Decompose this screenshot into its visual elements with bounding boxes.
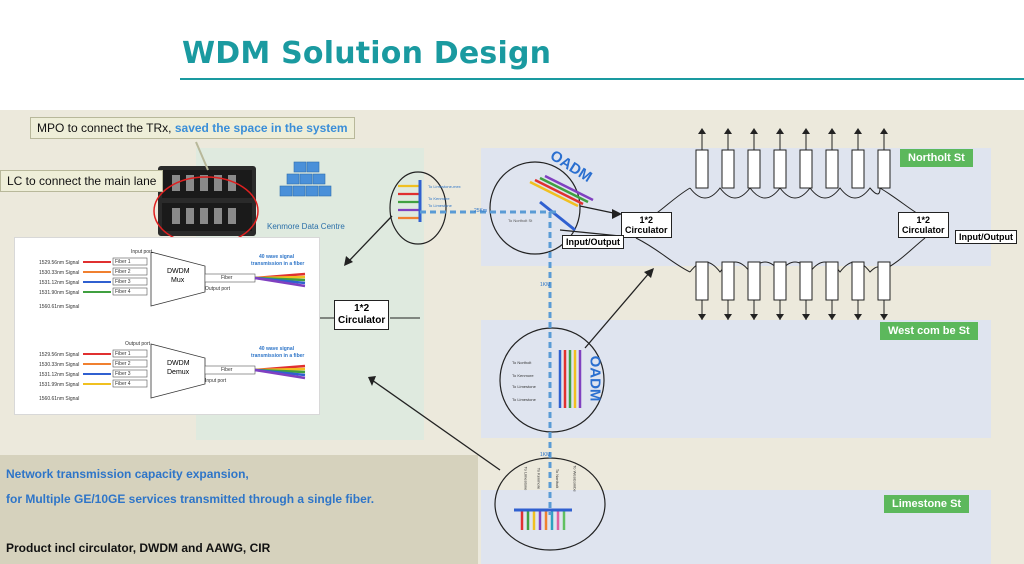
title-underline	[180, 78, 1024, 80]
circulator-northolt-west: 1*2 Circulator	[621, 212, 672, 238]
fiber-detail-circle	[389, 171, 447, 245]
fiber-label: Fiber 2	[115, 361, 131, 367]
fiber-label: Fiber 3	[115, 371, 131, 377]
circulator-line1: 1*2	[639, 215, 654, 225]
oadm-top-port: To Limestone-mex	[428, 184, 461, 189]
oadm-bot-port: To Northolt	[555, 468, 561, 489]
demux-signal: 1529.56nm Signal	[39, 352, 80, 358]
oadm-bot-port: To Limestone	[523, 466, 529, 491]
demux-signal: 1530.33nm Signal	[39, 362, 80, 368]
product-line: Product incl circulator, DWDM and AAWG, …	[6, 541, 271, 555]
mpo-chassis-image	[153, 141, 259, 246]
site-label-northolt: Northolt St	[900, 149, 973, 167]
oadm-top-port: To Kenmore	[428, 196, 450, 201]
circulator-line2: Circulator	[338, 315, 386, 326]
oadm-mid-port: To Limestone	[512, 384, 536, 389]
distance-label: 1KM	[540, 452, 551, 458]
oadm-mid-port: To Northolt	[512, 360, 532, 365]
oadm-top-circle	[489, 161, 581, 255]
datacentre-label: Kenmore Data Centre	[267, 222, 345, 231]
oadm-mid-port: To Limestone	[512, 397, 536, 402]
circulator-line2: Circulator	[625, 225, 668, 235]
fiber-label: Fiber 2	[115, 269, 131, 275]
lc-callout: LC to connect the main lane	[0, 170, 164, 192]
site-label-limestone: Limestone St	[884, 495, 970, 513]
description-panel	[0, 455, 478, 564]
mpo-callout-text: MPO to connect the TRx,	[37, 121, 172, 135]
oadm-bot-port: To Westcombe	[572, 465, 578, 492]
description-line1: Network transmission capacity expansion,	[6, 467, 249, 481]
wave-text: transmission in a fiber	[251, 353, 305, 359]
oadm-top-port: To Northolt St	[508, 218, 533, 223]
site-label-westcombe: West com be St	[880, 322, 978, 340]
wave-text: 40 wave signal	[259, 254, 295, 260]
io-label-west: Input/Output	[562, 235, 624, 249]
oadm-label-mid: OADM	[586, 355, 604, 402]
demux-input-port-label: Input port	[205, 378, 227, 384]
demux-label-line1: DWDM	[167, 360, 190, 367]
oadm-bot-port: To Kenmore	[536, 467, 542, 490]
fiber-text: Fiber	[221, 275, 233, 281]
wave-text: transmission in a fiber	[251, 261, 305, 267]
mux-signal: 1560.61nm Signal	[39, 304, 80, 310]
circulator-line2: Circulator	[902, 225, 945, 235]
circulator-line1: 1*2	[354, 303, 370, 314]
fiber-text: Fiber	[221, 367, 233, 373]
oadm-mid-circle	[499, 327, 605, 433]
circulator-datacentre: 1*2 Circulator	[334, 300, 390, 330]
demux-signal: 1531.12nm Signal	[39, 372, 80, 378]
circulator-northolt-east: 1*2 Circulator	[898, 212, 949, 238]
description-line2: for Multiple GE/10GE services transmitte…	[6, 492, 375, 506]
fiber-label: Fiber 4	[115, 289, 131, 295]
oadm-top-port: To Limestone	[428, 203, 452, 208]
wave-text: 40 wave signal	[259, 346, 295, 352]
mpo-callout: MPO to connect the TRx, saved the space …	[30, 117, 355, 139]
io-label-east: Input/Output	[955, 230, 1017, 244]
oadm-mid-port: To Kenmore	[512, 373, 534, 378]
demux-signal: 1560.61nm Signal	[39, 396, 80, 402]
mux-output-port-label: Output port	[205, 286, 231, 292]
mux-signal: 1530.33nm Signal	[39, 270, 80, 276]
dwdm-mux-demux-diagram: 1529.56nm Signal 1530.33nm Signal 1531.1…	[14, 237, 320, 415]
demux-signal: 1531.99nm Signal	[39, 382, 80, 388]
distance-label: 25Km	[474, 208, 488, 214]
fiber-label: Fiber 3	[115, 279, 131, 285]
mux-signal: 1531.90nm Signal	[39, 290, 80, 296]
page-title: WDM Solution Design	[182, 36, 552, 71]
fiber-label: Fiber 1	[115, 351, 131, 357]
datacentre-icon	[279, 161, 332, 197]
mux-signal: 1529.56nm Signal	[39, 260, 80, 266]
mux-input-port-label: Input port	[131, 249, 153, 255]
fiber-label: Fiber 4	[115, 381, 131, 387]
mpo-callout-highlight: saved the space in the system	[174, 121, 348, 135]
circulator-line1: 1*2	[916, 215, 931, 225]
mux-label-line1: DWDM	[167, 268, 190, 275]
distance-label: 1KM	[540, 282, 551, 288]
demux-output-port-label: Output port	[125, 341, 151, 347]
mux-signal: 1531.12nm Signal	[39, 280, 80, 286]
demux-label-line2: Demux	[167, 369, 190, 376]
dwdm-diagram-svg	[83, 251, 306, 399]
fiber-label: Fiber 1	[115, 259, 131, 265]
mux-label-line2: Mux	[171, 277, 185, 284]
